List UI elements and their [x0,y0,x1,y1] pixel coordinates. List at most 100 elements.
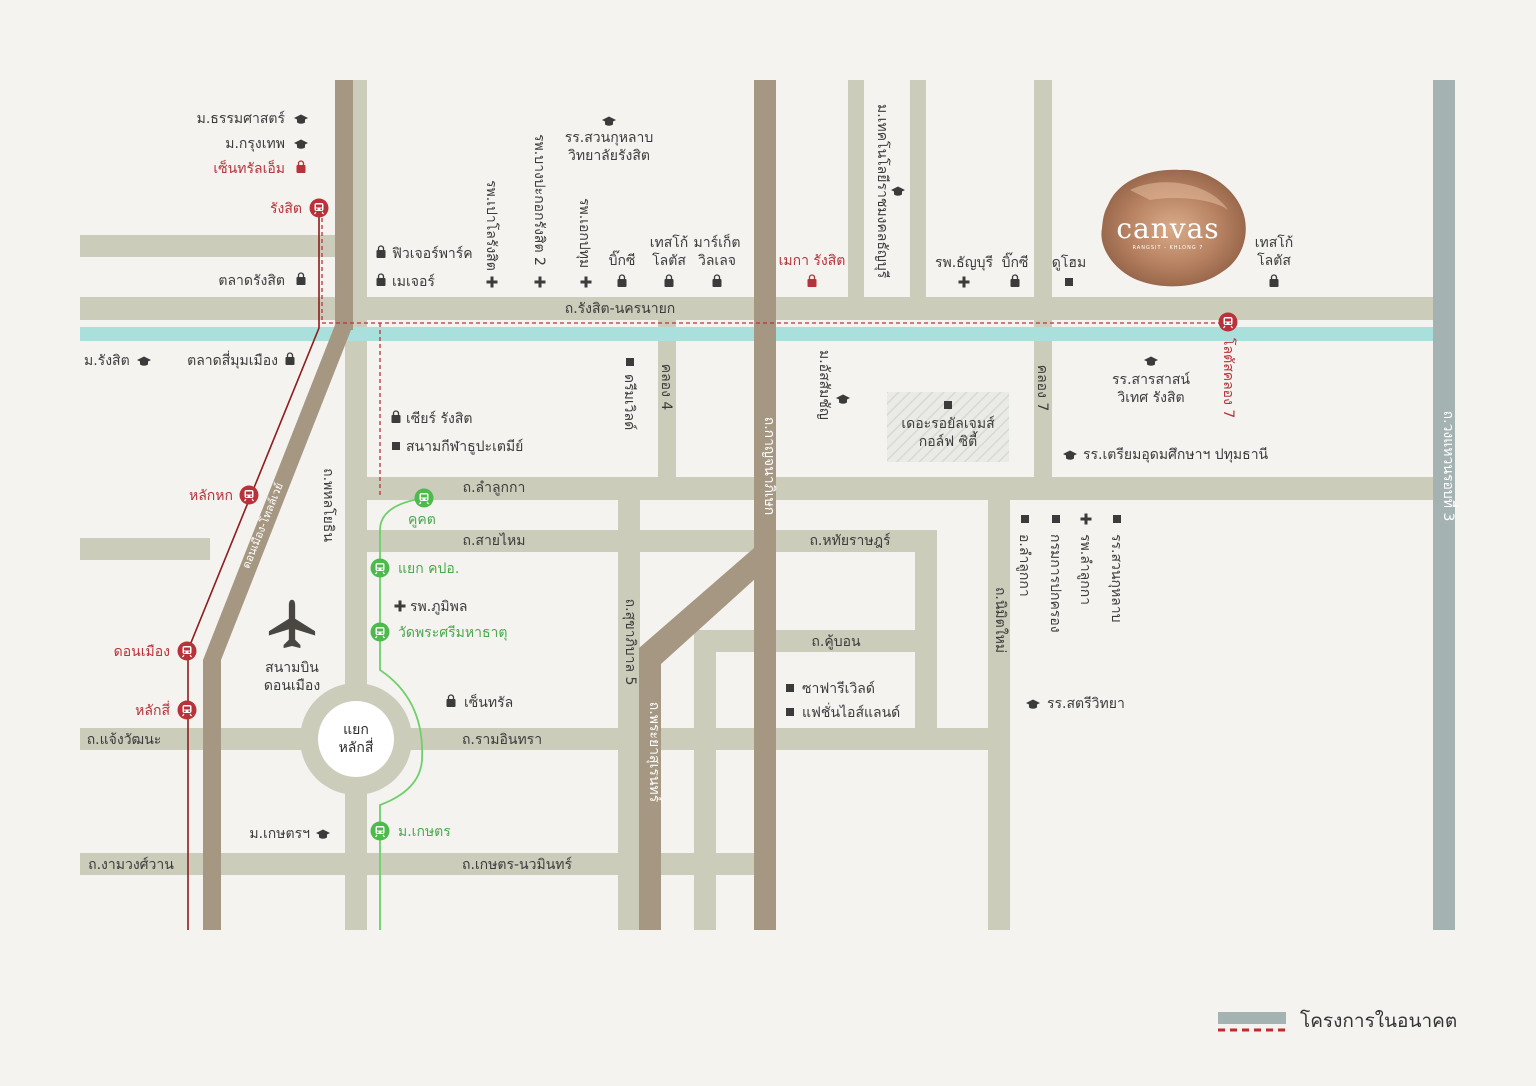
hospital-icon [958,276,970,288]
landmark-icon [944,401,952,409]
airplane-icon [268,599,316,649]
place-central: เซ็นทรัลเอ็ม [213,159,285,177]
landmark-icon [1065,278,1073,286]
label-khlong7: คลอง 7 [1034,365,1050,412]
shopping-icon [390,410,402,424]
road-tollway [203,325,353,930]
hospital-icon [394,600,406,612]
station-donmueang: ดอนเมือง [114,644,170,660]
school-icon [137,356,151,366]
place-bangkok-u: ม.กรุงเทพ [225,136,285,152]
main-road-layer [203,80,776,930]
label-sukhaphiban5: ถ.สุขาภิบาล 5 [622,599,638,686]
train-station-icon [176,699,198,721]
train-station-icon [369,621,391,643]
place-talad-rangsit: ตลาดรังสิต [218,273,285,289]
station-ku: ม.เกษตร [398,824,451,840]
legend-future-road-swatch [1218,1012,1286,1024]
hospital-icon [486,276,498,288]
place-major: เมเจอร์ [392,273,435,290]
station-khukhot: คูคต [408,512,436,528]
road-rmutt-2 [910,80,926,300]
place-lamlukka-district: อ.ลำลูกกา [1016,534,1032,597]
place-rangsit-u: ม.รังสิต [84,353,130,369]
train-station-icon [176,640,198,662]
place-lotus-2a: เทสโก้ [1255,234,1294,251]
place-triam: รร.เตรียมอุดมศึกษาฯ ปทุมธานี [1083,447,1269,463]
road-khubon [694,630,916,652]
label-future-ring3: ถ.วงแหวนรอบที่ 3 [1440,411,1458,522]
place-dohome: ดูโฮม [1052,254,1086,271]
place-dept-admin: กรมการปกครอง [1047,534,1063,633]
place-talad-simum: ตลาดสี่มุมเมือง [187,351,278,369]
road-left-mid [80,538,210,560]
label-nimit-mai: ถ.นิมิตใหม่ [992,587,1009,653]
label-saimai: ถ.สายไหม [462,532,525,549]
legend-future-label: โครงการในอนาคต [1300,1009,1457,1032]
place-assumption: ม.อัสสัมชัญ [816,350,832,420]
label-intersection-2: หลักสี่ [339,738,374,756]
station-rangsit: รังสิต [270,201,302,217]
landmark-icon [626,358,634,366]
place-thanyaburi-hosp: รพ.ธัญบุรี [935,255,994,271]
shopping-icon [806,274,818,288]
place-paolo: รพ.เปาโลรังสิต [483,180,500,271]
school-icon [316,829,330,839]
landmark-icon [1052,515,1060,523]
place-lotus-2b: โลตัส [1257,252,1291,269]
shopping-icon [295,272,307,286]
green-line [379,497,425,930]
shopping-icon [711,274,723,288]
label-kanchanaphisek: ถ.กาญจนาภิเษก [761,417,777,516]
place-suankularb-2-v: รร.สวนกุหลาบ [1108,534,1124,623]
place-bigc-2: บิ๊กซี [1002,252,1029,271]
road-kaset-nawamin [80,853,760,875]
hospital-icon [534,276,546,288]
shopping-icon [295,160,307,174]
place-zeer: เซียร์ รังสิต [406,410,472,427]
label-hathairat: ถ.หทัยราษฎร์ [809,532,891,549]
label-phraya-suren: ถ.พระยาสุเรนทร์ [646,702,663,803]
shopping-icon [375,245,387,259]
place-lamlukka-hosp: รพ.ลำลูกกา [1077,534,1093,605]
place-saraphat-2: วิเทศ รังสิต [1117,390,1184,406]
shopping-icon [1009,274,1021,288]
train-station-icon [238,484,260,506]
school-icon [294,114,308,124]
road-sukhaphiban5 [618,490,640,930]
station-lotus7: โลตัสคลอง 7 [1220,338,1237,418]
label-khubon: ถ.คู้บอน [811,634,861,650]
hospital-icon [1080,513,1092,525]
school-icon [294,139,308,149]
road-future-ring3 [1433,80,1455,930]
place-thammasat: ม.ธรรมศาสตร์ [197,110,286,127]
place-fashion: แฟชั่นไอส์แลนด์ [802,703,900,721]
label-intersection: แยก [343,722,369,738]
place-dreamworld: ดรีมเวิลด์ [621,374,638,430]
place-airport-1: สนามบิน [265,660,319,676]
label-ngamwongwan: ถ.งามวงศ์วาน [88,856,174,873]
road-left-top [80,235,342,257]
place-kasetsart-u: ม.เกษตรฯ [249,826,310,842]
place-satri: รร.สตรีวิทยา [1047,696,1125,712]
landmark-icon [786,708,794,716]
place-suankularb-2: วิทยาลัยรังสิต [568,148,650,164]
place-royal-golf-2: กอล์ฟ ซิตี้ [919,431,979,450]
place-bhumibol: รพ.ภูมิพล [410,599,467,615]
red-line-future [321,218,1228,496]
road-rmutt-1 [848,80,864,300]
shopping-icon [284,352,296,366]
school-icon [1026,699,1040,709]
shopping-icon [663,274,675,288]
legend: โครงการในอนาคต [1218,1009,1457,1032]
label-rangsit-nakhonnayok: ถ.รังสิต-นครนายก [565,301,676,317]
place-safari: ซาฟารีเวิลด์ [802,680,875,697]
train-station-icon [369,557,391,579]
label-lamlukka: ถ.ลำลูกกา [463,480,526,496]
place-rmutt: ม.เทคโนโลยีราชมงคลธัญบุรี [874,104,891,279]
station-lakhok: หลักหก [189,488,233,504]
canvas-logo-sub: RANGSIT - KHLONG 7 [1133,245,1204,251]
hospital-icon [580,276,592,288]
label-ramintra: ถ.รามอินทรา [462,732,542,748]
place-suankularb-1: รร.สวนกุหลาบ [565,130,654,146]
